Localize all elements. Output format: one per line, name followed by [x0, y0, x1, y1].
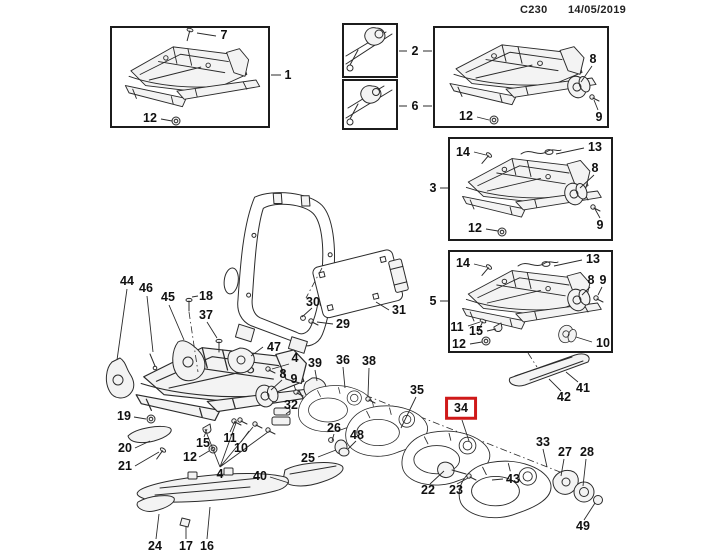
callout-part-12: 12 — [452, 336, 466, 351]
callout-part-38: 38 — [362, 353, 376, 368]
callout-part-35: 35 — [410, 382, 424, 397]
callout-part-11: 11 — [450, 319, 464, 334]
document-date: 14/05/2019 — [568, 4, 627, 16]
callout-part-7: 7 — [220, 27, 228, 42]
rail-41-42-art — [508, 352, 590, 387]
box2-detail-art — [345, 27, 393, 72]
document-code: C230 — [520, 4, 548, 16]
box-assembly-variant — [433, 26, 609, 128]
box-detail-6 — [342, 79, 398, 130]
callout-part-12: 12 — [183, 449, 197, 464]
box6-detail-art — [345, 85, 393, 126]
callout-part-20: 20 — [118, 440, 132, 455]
callout-part-26: 26 — [327, 420, 341, 435]
box-detail-2 — [342, 23, 398, 78]
callout-part-4: 4 — [216, 466, 224, 481]
callout-part-19: 19 — [117, 408, 131, 423]
callout-part-24: 24 — [148, 538, 162, 553]
callout-part-40: 40 — [253, 468, 267, 483]
callout-part-31: 31 — [392, 302, 406, 317]
callout-part-46: 46 — [139, 280, 153, 295]
callout-part-14: 14 — [456, 144, 470, 159]
callout-part-2: 2 — [411, 43, 419, 58]
callout-part-17: 17 — [179, 538, 193, 553]
callout-part-49: 49 — [576, 518, 590, 533]
callout-part-34: 34 — [445, 396, 477, 420]
callout-part-25: 25 — [301, 450, 315, 465]
callout-part-8: 8 — [587, 272, 595, 287]
callout-part-10: 10 — [234, 440, 248, 455]
shield-33-art — [458, 460, 552, 519]
rail-cover-40-art — [282, 462, 344, 487]
callout-part-12: 12 — [468, 220, 482, 235]
callout-part-12: 12 — [143, 110, 157, 125]
callout-part-45: 45 — [161, 289, 175, 304]
callout-part-33: 33 — [536, 434, 550, 449]
callout-part-9: 9 — [595, 109, 603, 124]
callout-part-3: 3 — [429, 180, 437, 195]
callout-part-14: 14 — [456, 255, 470, 270]
callout-part-42: 42 — [557, 389, 571, 404]
callout-part-22: 22 — [421, 482, 435, 497]
callout-part-16: 16 — [200, 538, 214, 553]
callout-part-8: 8 — [279, 366, 287, 381]
callout-part-12: 12 — [459, 108, 473, 123]
callout-part-6: 6 — [411, 98, 419, 113]
callout-part-23: 23 — [449, 482, 463, 497]
callout-part-39: 39 — [308, 355, 322, 370]
callout-part-47: 47 — [267, 339, 281, 354]
callout-part-37: 37 — [199, 307, 213, 322]
callout-part-41: 41 — [576, 380, 590, 395]
cushion-frame-art — [105, 297, 350, 462]
callout-part-1: 1 — [284, 67, 292, 82]
module-plate-art — [312, 249, 409, 319]
callout-part-8: 8 — [589, 51, 597, 66]
callout-part-10: 10 — [596, 335, 610, 350]
handle-parts-art — [552, 469, 603, 505]
callout-part-21: 21 — [118, 458, 132, 473]
callout-part-4: 4 — [291, 350, 299, 365]
valance-16-art — [136, 467, 289, 528]
callout-part-18: 18 — [199, 288, 213, 303]
leader-lines — [116, 32, 603, 540]
callout-part-27: 27 — [558, 444, 572, 459]
callout-part-48: 48 — [350, 427, 364, 442]
box-assembly-5 — [448, 250, 613, 353]
callout-part-30: 30 — [306, 294, 320, 309]
callout-part-44: 44 — [120, 273, 134, 288]
callout-part-15: 15 — [196, 435, 210, 450]
callout-part-13: 13 — [586, 251, 600, 266]
callout-part-28: 28 — [580, 444, 594, 459]
callout-part-15: 15 — [469, 323, 483, 338]
callout-part-9: 9 — [599, 272, 607, 287]
callout-part-36: 36 — [336, 352, 350, 367]
seat-back-frame-art — [223, 192, 336, 354]
callout-part-13: 13 — [588, 139, 602, 154]
callout-part-29: 29 — [336, 316, 350, 331]
callout-part-43: 43 — [506, 471, 520, 486]
box-assembly-3 — [448, 137, 613, 241]
callout-part-9: 9 — [596, 217, 604, 232]
box-assembly-1 — [110, 26, 270, 128]
callout-part-32: 32 — [284, 397, 298, 412]
callout-part-11: 11 — [223, 430, 237, 445]
callout-part-5: 5 — [429, 293, 437, 308]
callout-part-8: 8 — [591, 160, 599, 175]
box3-seat-frame-art — [462, 149, 602, 237]
callout-part-9: 9 — [290, 371, 298, 386]
